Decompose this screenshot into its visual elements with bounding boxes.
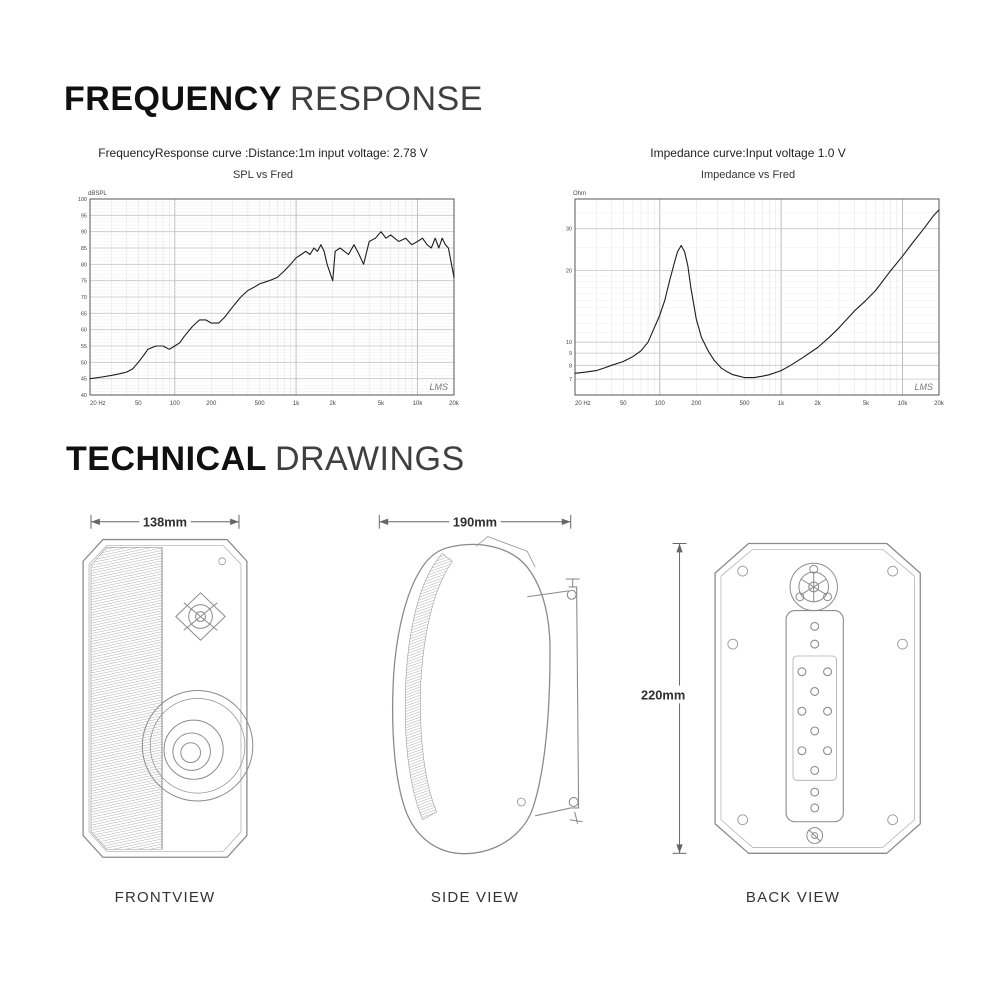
- side-grille: [404, 552, 453, 821]
- side-port-hole: [516, 797, 526, 807]
- side-top-cap: [475, 536, 536, 568]
- svg-text:10k: 10k: [898, 401, 909, 407]
- spl-chart-caption: FrequencyResponse curve :Distance:1m inp…: [98, 146, 428, 160]
- svg-text:65: 65: [81, 311, 87, 317]
- front-dimension-label-bg: [139, 512, 191, 531]
- svg-text:dBSPL: dBSPL: [88, 191, 107, 197]
- svg-text:7: 7: [569, 377, 572, 383]
- frequency-heading-light: RESPONSE: [289, 80, 483, 118]
- side-dimension-label: 190mm: [453, 515, 497, 530]
- svg-text:95: 95: [81, 213, 87, 219]
- svg-text:50: 50: [135, 401, 142, 407]
- back-bracket-strip: [785, 610, 844, 823]
- svg-text:85: 85: [81, 246, 87, 252]
- back-cabinet-outline: [714, 542, 921, 854]
- impedance-chart-caption: Impedance curve:Input voltage 1.0 V: [650, 146, 846, 160]
- svg-text:200: 200: [691, 401, 702, 407]
- spl-frequency-chart: 20 Hz 50 100 200 500 1k 2k 5k 10k 20k 40 45 50 55 60 65…: [64, 187, 462, 411]
- svg-text:LMS: LMS: [914, 382, 933, 392]
- front-cabinet-outline: [82, 538, 248, 858]
- back-mount-knob: [789, 562, 838, 612]
- svg-text:20 Hz: 20 Hz: [90, 401, 106, 407]
- technical-heading-bold: TECHNICAL: [66, 440, 267, 478]
- svg-text:200: 200: [206, 401, 217, 407]
- back-view-label: BACK VIEW: [745, 889, 841, 906]
- front-screw-hole: [218, 557, 227, 566]
- side-view-drawing: 190mm: [378, 512, 583, 855]
- front-view-label: FRONTVIEW: [114, 889, 216, 906]
- back-view-drawing: 220mm: [640, 542, 921, 854]
- svg-text:5k: 5k: [863, 401, 870, 407]
- svg-text:LMS: LMS: [429, 382, 448, 392]
- side-cabinet-outline: [391, 543, 551, 855]
- svg-text:50: 50: [620, 401, 627, 407]
- frequency-heading-bold: FREQUENCY: [64, 80, 282, 118]
- back-dimension-label-bg: [640, 685, 686, 704]
- svg-text:75: 75: [81, 279, 87, 285]
- front-view-drawing: 138mm: [82, 512, 254, 858]
- svg-text:10k: 10k: [413, 401, 424, 407]
- impedance-chart-subtitle: Impedance vs Fred: [700, 169, 796, 181]
- svg-text:Ohm: Ohm: [573, 191, 586, 197]
- back-dimension-label: 220mm: [641, 687, 685, 702]
- side-dimension-label-bg: [449, 512, 501, 531]
- svg-text:1k: 1k: [778, 401, 785, 407]
- front-grille: [90, 547, 163, 850]
- back-view-block: 220mm: [636, 506, 950, 906]
- svg-text:70: 70: [81, 295, 87, 301]
- svg-text:30: 30: [566, 227, 572, 233]
- svg-text:100: 100: [170, 401, 181, 407]
- svg-text:500: 500: [740, 401, 751, 407]
- impedance-chart-block: Impedance curve:Input voltage 1.0 V Impe…: [545, 146, 951, 416]
- svg-text:8: 8: [569, 363, 572, 369]
- technical-heading-light: DRAWINGS: [274, 440, 465, 478]
- svg-text:40: 40: [81, 393, 87, 399]
- svg-text:45: 45: [81, 377, 87, 383]
- svg-text:60: 60: [81, 328, 87, 334]
- svg-text:2k: 2k: [815, 401, 822, 407]
- spl-chart-block: FrequencyResponse curve :Distance:1m inp…: [60, 146, 466, 416]
- svg-text:20: 20: [566, 269, 572, 275]
- svg-text:55: 55: [81, 344, 87, 350]
- side-view-label: SIDE VIEW: [430, 889, 520, 906]
- svg-text:10: 10: [566, 340, 572, 346]
- svg-text:20k: 20k: [449, 401, 460, 407]
- svg-text:50: 50: [81, 360, 87, 366]
- svg-text:80: 80: [81, 262, 87, 268]
- svg-text:1k: 1k: [293, 401, 300, 407]
- front-dimension-label: 138mm: [143, 515, 187, 530]
- svg-text:20k: 20k: [934, 401, 945, 407]
- spl-chart-subtitle: SPL vs Fred: [232, 169, 294, 181]
- svg-text:5k: 5k: [378, 401, 385, 407]
- impedance-chart: 20 Hz 50 100 200 500 1k 2k 5k 10k 20k 7 8 9 10 20 30 Ohm…: [549, 187, 947, 411]
- svg-text:2k: 2k: [330, 401, 337, 407]
- svg-text:100: 100: [655, 401, 666, 407]
- svg-text:9: 9: [569, 351, 572, 357]
- front-view-block: 138mm FRONTVIEW: [58, 506, 272, 906]
- svg-text:90: 90: [81, 230, 87, 236]
- svg-text:100: 100: [78, 197, 87, 203]
- side-view-block: 190mm SIDE VIEW: [328, 506, 622, 906]
- side-mounting-bracket: [527, 578, 583, 824]
- svg-text:20 Hz: 20 Hz: [575, 401, 591, 407]
- svg-text:500: 500: [255, 401, 266, 407]
- back-bottom-fitting: [806, 827, 824, 844]
- back-screw-holes: [727, 565, 908, 826]
- front-tweeter-horn: [175, 592, 226, 641]
- front-woofer: [141, 690, 254, 802]
